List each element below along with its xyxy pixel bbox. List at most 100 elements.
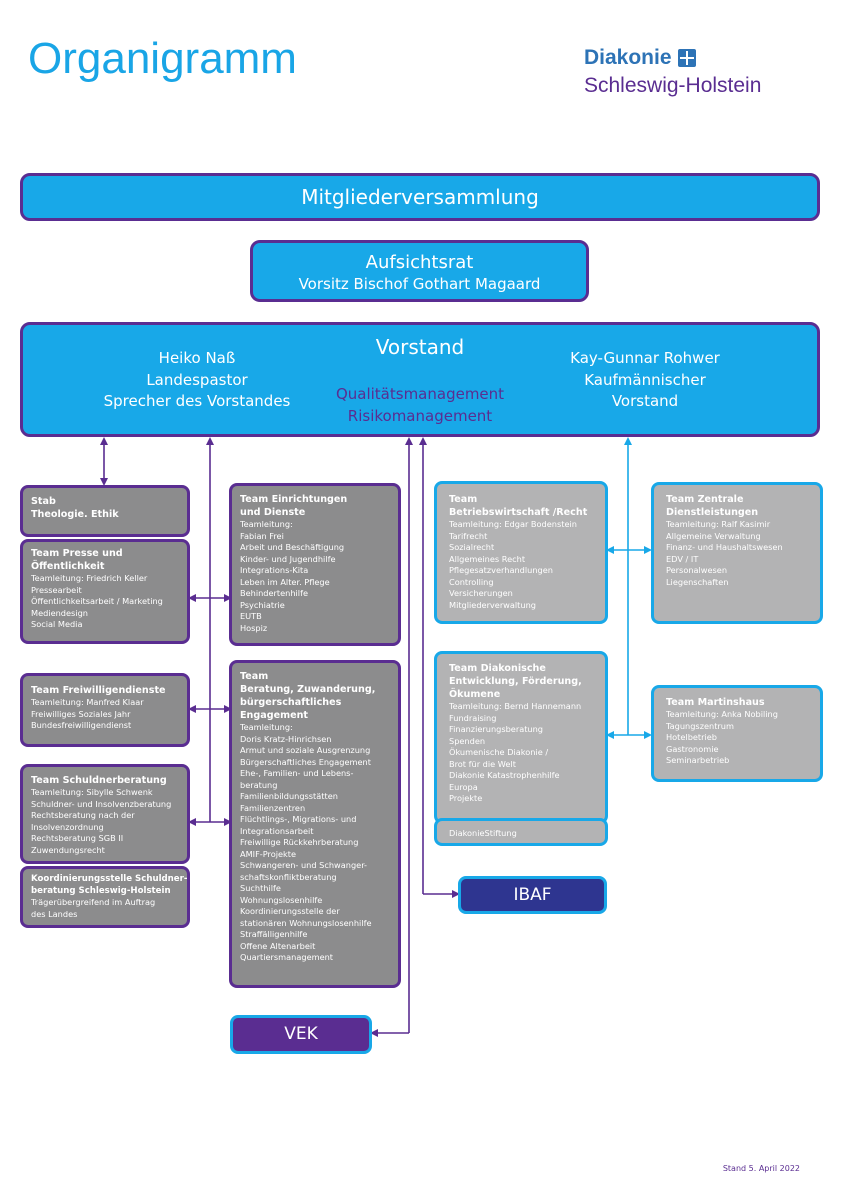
box-team-beratung: Team Beratung, Zuwanderung, bürgerschaft… bbox=[229, 660, 401, 988]
footer-date: Stand 5. April 2022 bbox=[722, 1164, 800, 1173]
box-item: EDV / IT bbox=[666, 553, 699, 564]
risikomanagement: Risikomanagement bbox=[347, 406, 493, 425]
box-heading: Team Freiwilligendienste bbox=[31, 685, 166, 696]
box-team-freiwilligendienste: Team Freiwilligendienste Teamleitung: Ma… bbox=[20, 673, 190, 747]
box-heading: Entwicklung, Förderung, bbox=[449, 676, 582, 687]
box-heading: Engagement bbox=[240, 710, 309, 721]
box-heading: Ökumene bbox=[449, 689, 501, 700]
box-item: Personalwesen bbox=[666, 565, 728, 575]
logo-region: Schleswig-Holstein bbox=[584, 74, 762, 97]
box-item: Integrationsarbeit bbox=[240, 825, 314, 836]
box-item: AMIF-Projekte bbox=[240, 848, 297, 859]
box-item: Trägerübergreifend im Auftrag bbox=[31, 897, 156, 907]
box-item: Rechtsberatung nach der bbox=[31, 810, 135, 820]
box-item: Teamleitung: bbox=[240, 722, 293, 732]
box-item: Suchthilfe bbox=[240, 883, 281, 893]
vorstand-right-role: Kaufmännischer bbox=[584, 370, 706, 389]
box-heading: Team Einrichtungen bbox=[240, 494, 348, 505]
box-item: Teamleitung: bbox=[240, 519, 293, 529]
box-item: Mediendesign bbox=[31, 607, 88, 618]
box-item: Teamleitung: Friedrich Keller bbox=[31, 573, 148, 583]
diakonie-stiftung-label: DiakonieStiftung bbox=[449, 828, 517, 838]
mitgliederversammlung-box: Mitgliederversammlung bbox=[20, 173, 820, 221]
box-vek: VEK bbox=[230, 1015, 372, 1054]
box-item: Wohnungslosenhilfe bbox=[240, 894, 323, 905]
box-item: Teamleitung: Bernd Hannemann bbox=[449, 701, 582, 711]
vorstand-left-function: Sprecher des Vorstandes bbox=[103, 392, 291, 410]
box-heading: Öffentlichkeit bbox=[31, 561, 105, 572]
page-title: Organigramm bbox=[28, 34, 297, 83]
box-item: Straffälligenhilfe bbox=[240, 929, 308, 939]
box-item: Flüchtlings-, Migrations- und bbox=[240, 814, 357, 824]
box-team-einrichtungen: Team Einrichtungen und Dienste Teamleitu… bbox=[229, 483, 401, 646]
vorstand-title: Vorstand bbox=[375, 335, 465, 359]
box-item: Tagungszentrum bbox=[666, 720, 734, 731]
box-item: Diakonie Katastrophenhilfe bbox=[449, 770, 560, 780]
box-item: Offene Altenarbeit bbox=[240, 940, 316, 951]
box-team-diakonische-entwicklung: Team Diakonische Entwicklung, Förderung,… bbox=[434, 651, 608, 824]
box-item: Integrations-Kita bbox=[240, 565, 309, 575]
box-item: Teamleitung: Anka Nobiling bbox=[666, 709, 778, 719]
diakonie-logo: Diakonie bbox=[584, 46, 696, 70]
vorstand-left: Heiko Naß Landespastor Sprecher des Vors… bbox=[81, 348, 313, 413]
box-item: des Landes bbox=[31, 908, 78, 919]
box-item: Familienbildungsstätten bbox=[240, 791, 338, 801]
box-item: Bürgerschaftliches Engagement bbox=[240, 756, 371, 767]
box-item: Behindertenhilfe bbox=[240, 588, 309, 598]
box-item: Ökumenische Diakonie / bbox=[449, 747, 549, 757]
box-item: Hotelbetrieb bbox=[666, 732, 718, 742]
box-heading: Theologie. Ethik bbox=[31, 509, 119, 520]
box-item: Teamleitung: Edgar Bodenstein bbox=[449, 519, 577, 529]
box-item: Mitgliederverwaltung bbox=[449, 599, 536, 610]
box-heading: beratung Schleswig-Holstein bbox=[31, 885, 171, 896]
box-item: Spenden bbox=[449, 735, 486, 746]
box-item: Finanz- und Haushaltswesen bbox=[666, 542, 783, 552]
box-item: Hospiz bbox=[240, 622, 268, 633]
box-item: beratung bbox=[240, 779, 278, 790]
box-heading: Stab bbox=[31, 496, 56, 507]
box-heading: Beratung, Zuwanderung, bbox=[240, 684, 376, 695]
box-item: Europa bbox=[449, 781, 478, 792]
box-heading: Koordinierungsstelle Schuldner- bbox=[31, 874, 188, 884]
aufsichtsrat-title: Aufsichtsrat bbox=[365, 252, 474, 273]
box-heading: Betriebswirtschaft /Recht bbox=[449, 507, 588, 518]
box-item: Projekte bbox=[449, 793, 483, 803]
box-item: Pflegesatzverhandlungen bbox=[449, 565, 553, 575]
vorstand-right-name: Kay-Gunnar Rohwer bbox=[570, 349, 720, 367]
box-team-betriebswirtschaft: Team Betriebswirtschaft /Recht Teamleitu… bbox=[434, 481, 608, 624]
box-item: Ehe-, Familien- und Lebens- bbox=[240, 768, 354, 778]
box-team-martinshaus: Team Martinshaus Teamleitung: Anka Nobil… bbox=[651, 685, 823, 782]
box-item: Tarifrecht bbox=[449, 530, 488, 541]
vorstand-right: Kay-Gunnar Rohwer Kaufmännischer Vorstan… bbox=[545, 348, 745, 413]
box-item: Leben im Alter. Pflege bbox=[240, 576, 330, 587]
vorstand-left-name: Heiko Naß bbox=[158, 349, 236, 367]
box-heading: und Dienste bbox=[240, 507, 306, 518]
box-heading: Team bbox=[449, 494, 478, 505]
box-item: Quartiersmanagement bbox=[240, 952, 334, 962]
logo-wordmark: Diakonie bbox=[584, 46, 672, 69]
box-item: Bundesfreiwilligendienst bbox=[31, 720, 132, 730]
box-item: Familienzentren bbox=[240, 802, 306, 813]
aufsichtsrat-chair: Vorsitz Bischof Gothart Magaard bbox=[298, 275, 541, 293]
box-item: Koordinierungsstelle der bbox=[240, 906, 340, 916]
box-stab-theologie: Stab Theologie. Ethik bbox=[20, 485, 190, 537]
box-heading: Team Schuldnerberatung bbox=[31, 775, 167, 786]
box-item: Freiwilliges Soziales Jahr bbox=[31, 708, 131, 719]
qualitaetsmanagement: Qualitätsmanagement bbox=[335, 385, 505, 403]
box-item: Seminarbetrieb bbox=[666, 755, 730, 765]
box-item: Allgemeines Recht bbox=[449, 553, 526, 564]
diakonie-cross-icon bbox=[677, 49, 696, 67]
box-item: Freiwillige Rückkehrberatung bbox=[240, 837, 359, 847]
box-item: Schuldner- und Insolvenzberatung bbox=[31, 798, 172, 809]
box-team-schuldnerberatung: Team Schuldnerberatung Teamleitung: Siby… bbox=[20, 764, 190, 864]
vorstand-center: Qualitätsmanagement Risikomanagement bbox=[293, 384, 547, 427]
box-item: Fabian Frei bbox=[240, 530, 284, 541]
box-item: Social Media bbox=[31, 619, 83, 629]
box-item: Kinder- und Jugendhilfe bbox=[240, 553, 336, 564]
box-item: EUTB bbox=[240, 611, 262, 621]
box-item: Doris Kratz-Hinrichsen bbox=[240, 733, 332, 744]
box-item: Gastronomie bbox=[666, 743, 719, 754]
box-item: Zuwendungsrecht bbox=[31, 844, 105, 855]
box-item: Liegenschaften bbox=[666, 576, 729, 587]
